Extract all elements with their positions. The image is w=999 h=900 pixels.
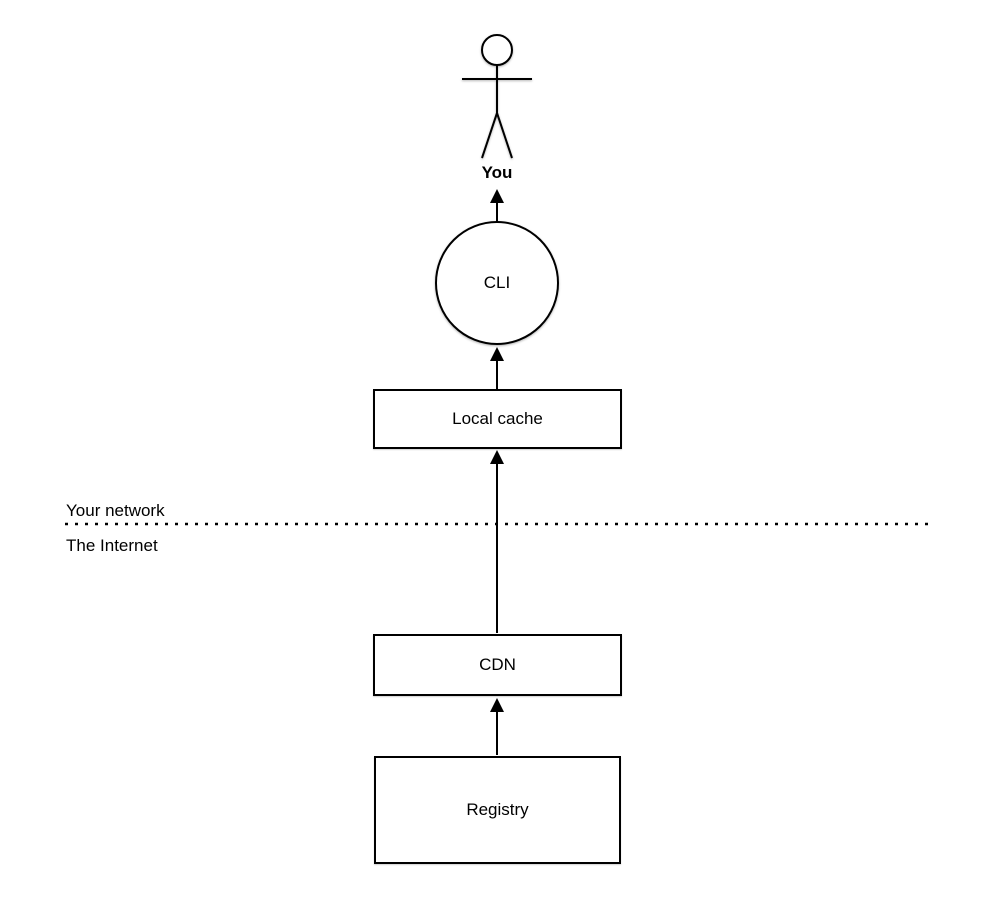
actor-leg-right <box>496 112 513 159</box>
edge-cdn-to-localcache-arrowhead <box>490 450 504 464</box>
edge-cli-to-you-arrowhead <box>490 189 504 203</box>
actor-head <box>481 34 513 66</box>
node-cli-label: CLI <box>483 273 511 292</box>
edge-localcache-to-cli <box>490 347 504 389</box>
boundary-label-your-network: Your network <box>66 501 165 520</box>
boundary-label-the-internet: The Internet <box>66 536 158 555</box>
node-cdn: CDN <box>373 634 622 696</box>
actor-label: You <box>481 163 513 182</box>
edge-registry-to-cdn <box>490 698 504 755</box>
edge-localcache-to-cli-arrowhead <box>490 347 504 361</box>
edge-registry-to-cdn-arrowhead <box>490 698 504 712</box>
node-cdn-label: CDN <box>479 655 516 674</box>
node-local-cache-label: Local cache <box>452 409 543 428</box>
edge-cdn-to-localcache <box>490 450 504 633</box>
node-registry-label: Registry <box>466 800 529 819</box>
node-local-cache: Local cache <box>373 389 622 449</box>
actor-stick-figure-icon <box>462 34 532 159</box>
node-cli-circle <box>435 221 559 345</box>
edge-cli-to-you <box>490 189 504 222</box>
node-registry: Registry <box>374 756 621 864</box>
actor-leg-left <box>481 112 498 159</box>
